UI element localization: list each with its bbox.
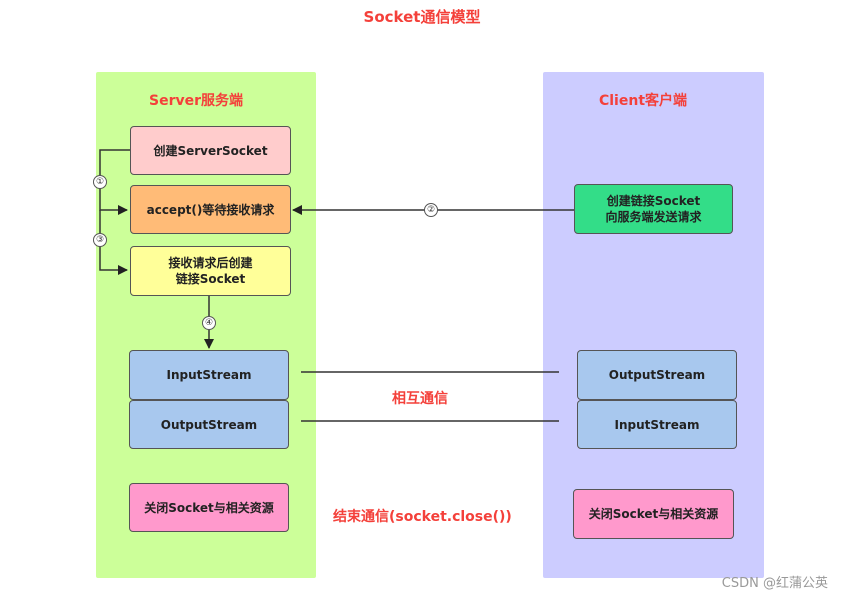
end-communication-label: 结束通信(socket.close()) (333, 509, 512, 525)
server-outputstream-box: OutputStream (129, 400, 289, 449)
create-serversocket-box: 创建ServerSocket (130, 126, 291, 175)
page-title: Socket通信模型 (363, 8, 481, 26)
client-create-link-box: 创建链接Socket 向服务端发送请求 (574, 184, 733, 234)
create-link-socket-box: 接收请求后创建 链接Socket (130, 246, 291, 296)
client-title: Client客户端 (598, 93, 688, 109)
step-4-marker: ④ (202, 316, 216, 330)
server-close-box: 关闭Socket与相关资源 (129, 483, 289, 532)
step-1-marker: ① (93, 175, 107, 189)
client-outputstream-box: OutputStream (577, 350, 737, 400)
step-2-marker: ② (424, 203, 438, 217)
client-inputstream-box: InputStream (577, 400, 737, 449)
server-title: Server服务端 (148, 93, 243, 109)
step-3-marker: ③ (93, 233, 107, 247)
accept-box: accept()等待接收请求 (130, 185, 291, 234)
client-close-box: 关闭Socket与相关资源 (573, 489, 734, 539)
server-inputstream-box: InputStream (129, 350, 289, 400)
flow-line-step-3 (99, 210, 128, 275)
mutual-communication-label: 相互通信 (392, 391, 448, 407)
watermark: CSDN @红蒲公英 (721, 576, 828, 591)
